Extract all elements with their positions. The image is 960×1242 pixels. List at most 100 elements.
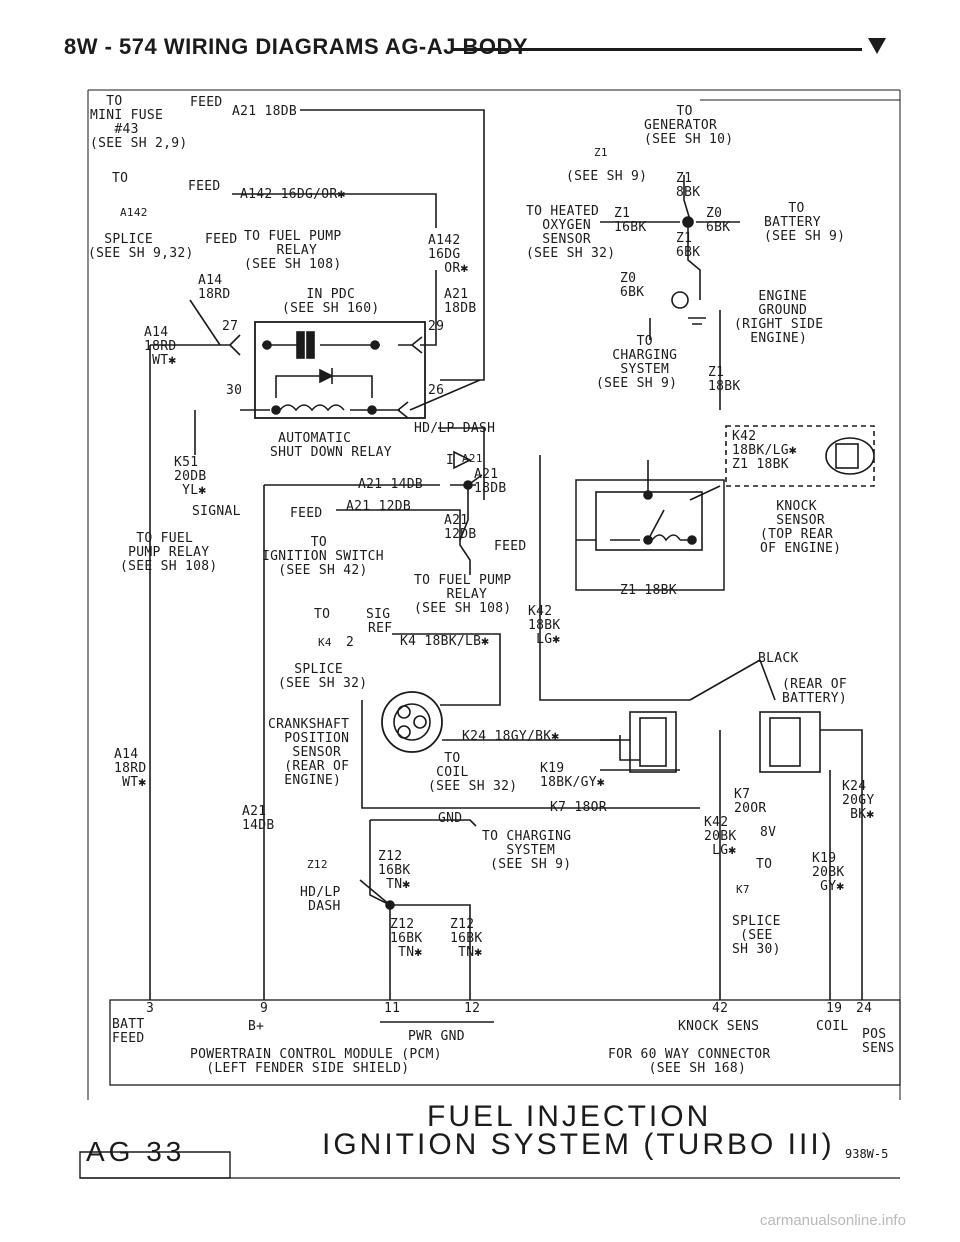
to-sig-label: TO (314, 607, 331, 622)
a14-wire-label: A14 18RD WT✱ (144, 325, 177, 368)
splice-label: SPLICE (SEE SH 9,32) (88, 232, 194, 261)
down-arrow-icon (868, 38, 886, 54)
pin-2-label: 2 (346, 635, 355, 650)
b-plus-label: B+ (248, 1019, 265, 1034)
z1-wire-label: Z1 8BK (676, 171, 701, 200)
a21-wire-label: A21 18DB (444, 287, 477, 316)
header-rule (452, 48, 862, 51)
fuel-pump-relay-label: TO FUEL PUMP RELAY (SEE SH 108) (244, 229, 342, 272)
a14-wire-label: A14 18RD WT✱ (114, 747, 147, 790)
pcm-box (109, 999, 901, 1086)
charging-system-label: TO CHARGING SYSTEM (SEE SH 9) (596, 334, 678, 391)
i-label: I (446, 453, 455, 468)
splice-label: SPLICE (SEE SH 30) (732, 914, 781, 957)
signal-label: SIGNAL (192, 504, 241, 519)
k4-wire-label: K4 18BK/LB✱ (400, 634, 490, 649)
fuel-pump-relay-label: TO FUEL PUMP RELAY (SEE SH 108) (414, 573, 512, 616)
rear-battery-label: (REAR OF BATTERY) (782, 677, 848, 706)
in-pdc-label: IN PDC (SEE SH 160) (282, 287, 380, 316)
a21-18db-label: A21 18DB (474, 467, 507, 496)
see-sh9-label: (SEE SH 9) (566, 169, 648, 184)
ignition-switch-label: TO IGNITION SWITCH (SEE SH 42) (262, 535, 384, 578)
a21-wire-label: A21 18DB (232, 104, 298, 119)
z1-wire-label: Z1 16BK (614, 206, 647, 235)
a21-12db-label: A21 12DB (346, 499, 412, 514)
to-a142-label: TO (112, 171, 129, 186)
feed-label: FEED (494, 539, 527, 554)
z1-18bk-label: Z1 18BK (620, 583, 677, 598)
z12-wire-label: Z12 16BK TN✱ (390, 917, 423, 960)
to-charging-label: TO CHARGING SYSTEM (SEE SH 9) (482, 829, 572, 872)
60-way-connector-label: FOR 60 WAY CONNECTOR (SEE SH 168) (608, 1047, 771, 1076)
z1-connector-label: Z1 (594, 146, 608, 159)
pcm-pin-12: 12 (464, 1001, 481, 1016)
k42-wire-label: K42 20BK LG✱ (704, 815, 737, 858)
feed-label: FEED (190, 95, 223, 110)
a21-14db-label: A21 14DB (242, 804, 275, 833)
diagram-code: 938W-5 (845, 1147, 889, 1161)
fuel-pump-relay-label: TO FUEL PUMP RELAY (SEE SH 108) (120, 531, 218, 574)
pcm-pin-11: 11 (384, 1001, 401, 1016)
splice-label: SPLICE (SEE SH 32) (278, 662, 368, 691)
pcm-pin-9: 9 (260, 1001, 269, 1016)
k24-wire-label: K24 18GY/BK✱ (462, 729, 560, 744)
pos-sens-label: POS SENS (862, 1027, 895, 1056)
k42-wire-label: K42 18BK LG✱ (528, 604, 561, 647)
hd-lp-dash-label: HD/LP DASH (300, 885, 341, 914)
mini-fuse-label: TO MINI FUSE #43 (SEE SH 2,9) (90, 94, 188, 151)
heated-oxygen-label: TO HEATED OXYGEN SENSOR (SEE SH 32) (526, 204, 616, 261)
k7-connector-label: K7 (736, 883, 750, 896)
pin-27-label: 27 (222, 319, 239, 334)
gnd-label: GND (438, 811, 463, 826)
asd-relay-box (254, 321, 426, 419)
k19-wire-label: K19 18BK/GY✱ (540, 761, 606, 790)
feed-label: FEED (205, 232, 238, 247)
z12-connector-label: Z12 (307, 858, 328, 871)
pcm-pin-3: 3 (146, 1001, 155, 1016)
pcm-pin-19: 19 (826, 1001, 843, 1016)
knock-sens-label: KNOCK SENS (678, 1019, 760, 1034)
feed-label: FEED (188, 179, 221, 194)
pcm-pin-24: 24 (856, 1001, 873, 1016)
k4-connector-label: K4 (318, 636, 332, 649)
hd-lp-dash-label: HD/LP DASH (414, 421, 496, 436)
k42-box-label: K42 18BK/LG✱ Z1 18BK (732, 429, 798, 472)
diagram-title-line1: FUEL INJECTION (427, 1100, 712, 1133)
z1-wire-label: Z1 6BK (676, 231, 701, 260)
pwr-gnd-label: PWR GND (408, 1029, 465, 1044)
ref-label: REF (368, 621, 393, 636)
watermark[interactable]: carmanualsonline.info (760, 1212, 906, 1229)
page-code-box: AG 33 (86, 1136, 186, 1167)
pcm-label: POWERTRAIN CONTROL MODULE (PCM) (LEFT FE… (190, 1047, 442, 1076)
engine-ground-label: ENGINE GROUND (RIGHT SIDE ENGINE) (734, 289, 824, 346)
knock-sensor-label: KNOCK SENSOR (TOP REAR OF ENGINE) (760, 499, 842, 556)
crank-sensor-circle (381, 691, 443, 753)
a14-wire-label: A14 18RD (198, 273, 231, 302)
generator-label: TO GENERATOR (SEE SH 10) (644, 104, 734, 147)
k7-wire-label: K7 20OR (734, 787, 767, 816)
a21-12db-label: A21 12DB (444, 513, 477, 542)
to-coil-label: TO COIL (SEE SH 32) (428, 751, 518, 794)
pin-26-label: 26 (428, 383, 445, 398)
diagram-title-line2: IGNITION SYSTEM (TURBO III) (322, 1128, 835, 1161)
z12-wire-label: Z12 16BK TN✱ (450, 917, 483, 960)
crankshaft-sensor-label: CRANKSHAFT POSITION SENSOR (REAR OF ENGI… (268, 717, 350, 788)
black-label: BLACK (758, 651, 799, 666)
k19-wire-label: K19 20BK GY✱ (812, 851, 845, 894)
pin-30-label: 30 (226, 383, 243, 398)
coil-label: COIL (816, 1019, 849, 1034)
k7-wire-label: K7 18OR (550, 800, 607, 815)
sig-label: SIG (366, 607, 391, 622)
feed-label: FEED (290, 506, 323, 521)
a142-wire-label: A142 16DG/OR✱ (240, 187, 346, 202)
pin-8v-label: 8V (760, 825, 777, 840)
batt-feed-label: BATT FEED (112, 1017, 145, 1046)
a21-14db-label: A21 14DB (358, 477, 424, 492)
z1-wire-label: Z1 18BK (708, 365, 741, 394)
k24-wire-label: K24 20GY BK✱ (842, 779, 875, 822)
z0-wire-label: Z0 6BK (706, 206, 731, 235)
a142-connector-label: A142 (120, 206, 148, 219)
asd-relay-label: AUTOMATIC SHUT DOWN RELAY (270, 431, 392, 460)
